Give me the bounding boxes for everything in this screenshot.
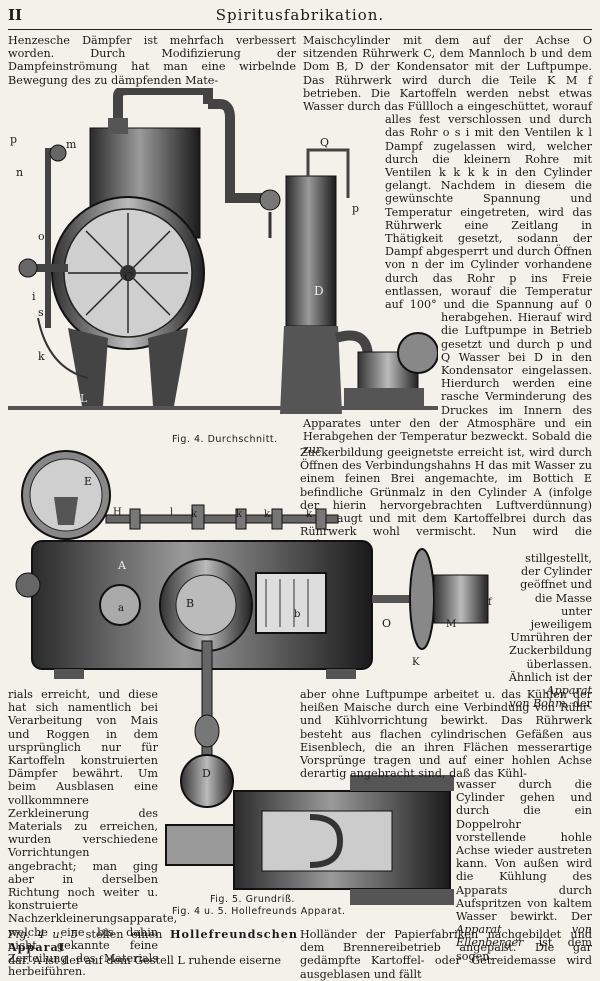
running-header: II Spiritusfabrikation.: [8, 6, 592, 30]
paragraph-right-narrow: stillgestellt, der Cylinder geöffnet und…: [508, 552, 592, 684]
paragraph-left-top: Henzesche Dämpfer ist mehrfach verbesser…: [8, 34, 296, 87]
fig5-label-H: H: [113, 507, 122, 518]
text-right-bottom-b: wasser durch die Cylinder gehen und durc…: [456, 778, 592, 963]
paragraph-right-bottom-c: Holländer der Papierfabriken nachgebilde…: [300, 928, 592, 981]
text-right-top: Maischcylinder mit dem auf der Achse O s…: [303, 34, 592, 457]
fig5-label-b: b: [294, 609, 301, 620]
fig5-label-M: M: [446, 619, 457, 630]
fig4-label-D: D: [314, 284, 324, 298]
caption-fig45: Fig. 4 u. 5. Hollefreunds Apparat.: [172, 906, 346, 917]
apparat-bohm: von Bohm,: [509, 697, 570, 711]
text-left-top: Henzesche Dämpfer ist mehrfach verbesser…: [8, 34, 296, 87]
paragraph-right-bottom-b: wasser durch die Cylinder gehen und durc…: [456, 778, 592, 924]
text-right-bottom-a: aber ohne Luftpumpe arbeitet u. das Kühl…: [300, 688, 592, 780]
fig5-label-B: B: [186, 597, 195, 610]
figure-5-drawing: [15, 450, 489, 905]
fig5-label-E: E: [84, 475, 93, 488]
fig5-label-k4: k: [306, 509, 313, 520]
text-left-bottom-end: Fig. 4 u. 5 stellen einen Hollefreundsch…: [8, 927, 298, 968]
apparat-ellenberger: Apparat von Ellenberger: [456, 923, 592, 950]
apparat-der: der: [572, 697, 592, 711]
fig4-label-i: i: [32, 290, 36, 303]
fig4-label-n: n: [16, 166, 24, 179]
fig4-label-C: C: [124, 270, 134, 284]
page-number: II: [8, 6, 23, 24]
fig4-label-p2: p: [352, 202, 360, 215]
caption-fig4: Fig. 4. Durchschnitt.: [172, 434, 278, 445]
fig5-label-D: D: [202, 767, 211, 780]
fig5-label-k3: k: [264, 509, 271, 520]
fig4-label-o: o: [38, 230, 45, 243]
apparat-word: Apparat: [546, 684, 592, 698]
paragraph-left-bottom: rials erreicht, und diese hat sich namen…: [8, 688, 178, 979]
paragraph-left-last: dar. A ist der auf dem Gestell L ruhende…: [8, 954, 282, 968]
fig-ref: Fig. 4 u. 5: [8, 928, 78, 941]
fig5-label-k1: k: [191, 509, 198, 520]
fig4-label-m: m: [66, 138, 77, 151]
fig5-label-a: a: [118, 603, 124, 614]
text-left-bottom: rials erreicht, und diese hat sich namen…: [8, 688, 178, 979]
fig4-label-s: s: [38, 306, 44, 319]
apparat-name-bold: Hollefreundschen Apparat: [8, 927, 298, 955]
fig5-label-A: A: [118, 559, 126, 572]
fig5-label-l: l: [170, 507, 174, 518]
fig5-label-f: f: [488, 597, 492, 608]
paragraph-right-top: Maischcylinder mit dem auf der Achse O s…: [303, 34, 593, 457]
caption-fig5: Fig. 5. Grundriß.: [210, 894, 295, 905]
fig4-label-k: k: [38, 350, 45, 363]
fig4-label-Q: Q: [320, 136, 330, 149]
fig5-label-k2: k: [236, 509, 243, 520]
apparat-ellenberger-rest: ist dem sogen.: [456, 936, 592, 963]
fig5-label-K: K: [412, 657, 420, 668]
figure-4-section: p m n o C i s k L Q p D: [8, 88, 438, 418]
figure-5-section: E H l k k k k A B a b O f M K D: [10, 445, 498, 915]
running-title: Spiritusfabrikation.: [215, 6, 385, 24]
text-right-bottom-c: Holländer der Papierfabriken nachgebilde…: [300, 928, 592, 981]
fig4-label-p: p: [10, 133, 18, 146]
fig5-label-O: O: [382, 617, 392, 630]
figure-4-drawing: [8, 88, 438, 414]
text-right-narrow: stillgestellt, der Cylinder geöffnet und…: [508, 552, 592, 710]
paragraph-right-bottom-a: aber ohne Luftpumpe arbeitet u. das Kühl…: [300, 688, 592, 781]
fig4-label-L: L: [80, 392, 88, 405]
fig-ref-rest: stellen einen: [85, 928, 163, 941]
header-rule: [8, 29, 592, 30]
